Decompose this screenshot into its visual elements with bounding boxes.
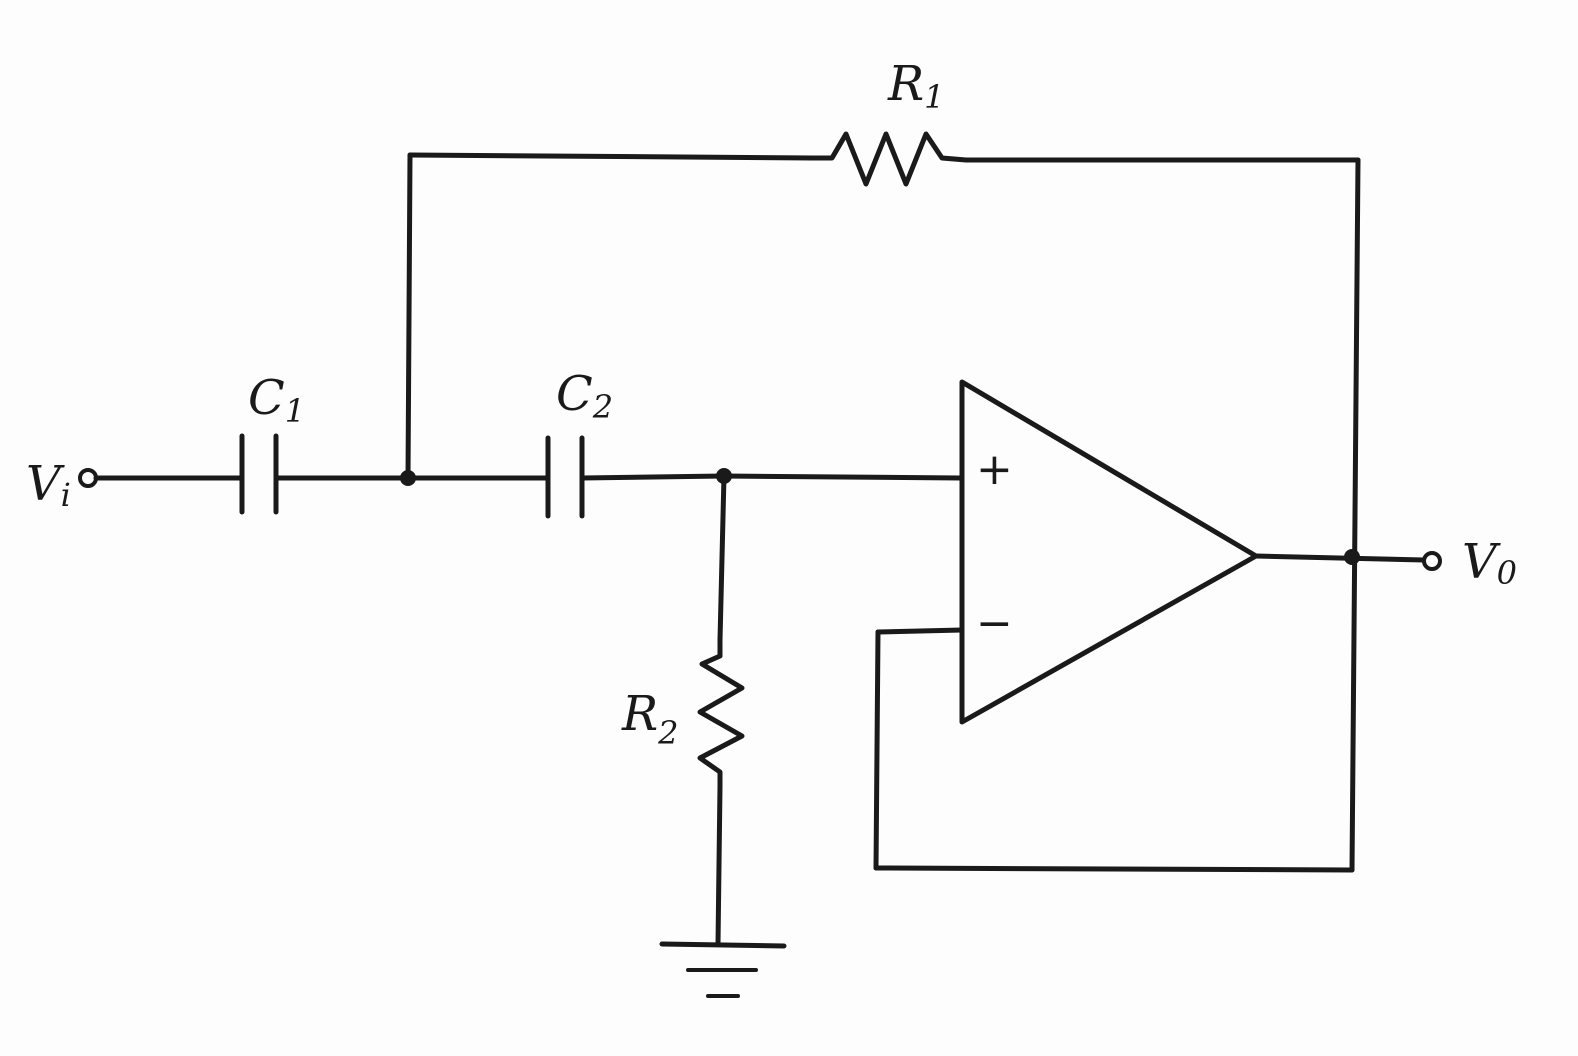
ground-symbol — [659, 941, 787, 998]
wire-node-a-up — [405, 152, 413, 481]
resistor-r2 — [697, 637, 745, 789]
resistor-r1 — [809, 131, 969, 187]
label-c2: C2 — [556, 366, 613, 426]
wire-opamp-output — [1253, 553, 1427, 563]
plus-sign: + — [976, 444, 1013, 495]
node-output — [1344, 549, 1360, 565]
wire-feedback-left — [873, 629, 881, 871]
op-amp — [959, 379, 1259, 725]
wire-minus-input — [875, 627, 965, 635]
minus-sign: − — [976, 598, 1013, 649]
wire-node-b-to-plus — [721, 473, 963, 481]
wire-c2-to-node-b — [579, 473, 727, 481]
wire-feedback-bottom — [873, 865, 1355, 873]
capacitor-c2 — [545, 435, 585, 519]
label-vi: Vi — [26, 456, 71, 514]
output-terminal — [1422, 551, 1442, 571]
wire-top-left — [407, 152, 815, 161]
wire-right-vertical — [1349, 157, 1361, 873]
label-r2: R2 — [621, 686, 679, 752]
label-r1: R1 — [887, 56, 945, 116]
label-c1: C1 — [248, 370, 305, 430]
wire-r2-to-ground — [715, 783, 723, 947]
wire-node-b-down — [717, 473, 727, 643]
label-vo: V0 — [1462, 534, 1517, 592]
capacitor-c1 — [239, 433, 279, 515]
